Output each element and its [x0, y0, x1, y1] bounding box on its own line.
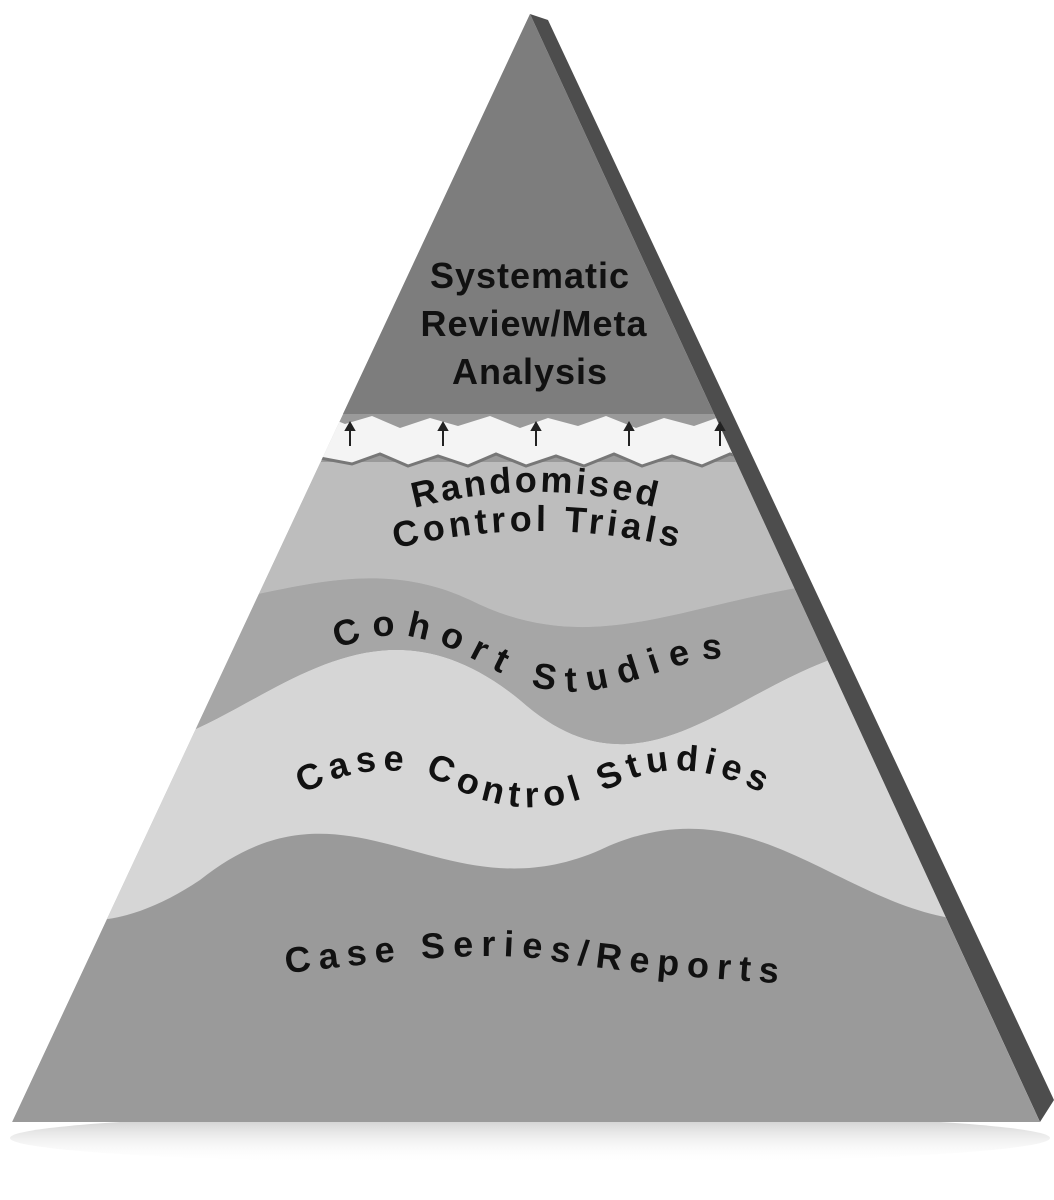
pyramid-side-face	[530, 14, 1054, 1122]
gap-arrows	[344, 420, 726, 446]
pyramid-torn-gap-lower-edge	[319, 452, 761, 468]
label-systematic-review-line-1: Systematic	[430, 255, 630, 296]
label-systematic-review-line-2: Review/Meta	[420, 303, 647, 344]
label-systematic-review-line-3: Analysis	[452, 351, 608, 392]
tier-case-control-band	[12, 641, 1040, 922]
pyramid-torn-gap	[320, 414, 760, 466]
pyramid-shadow	[10, 1112, 1050, 1164]
